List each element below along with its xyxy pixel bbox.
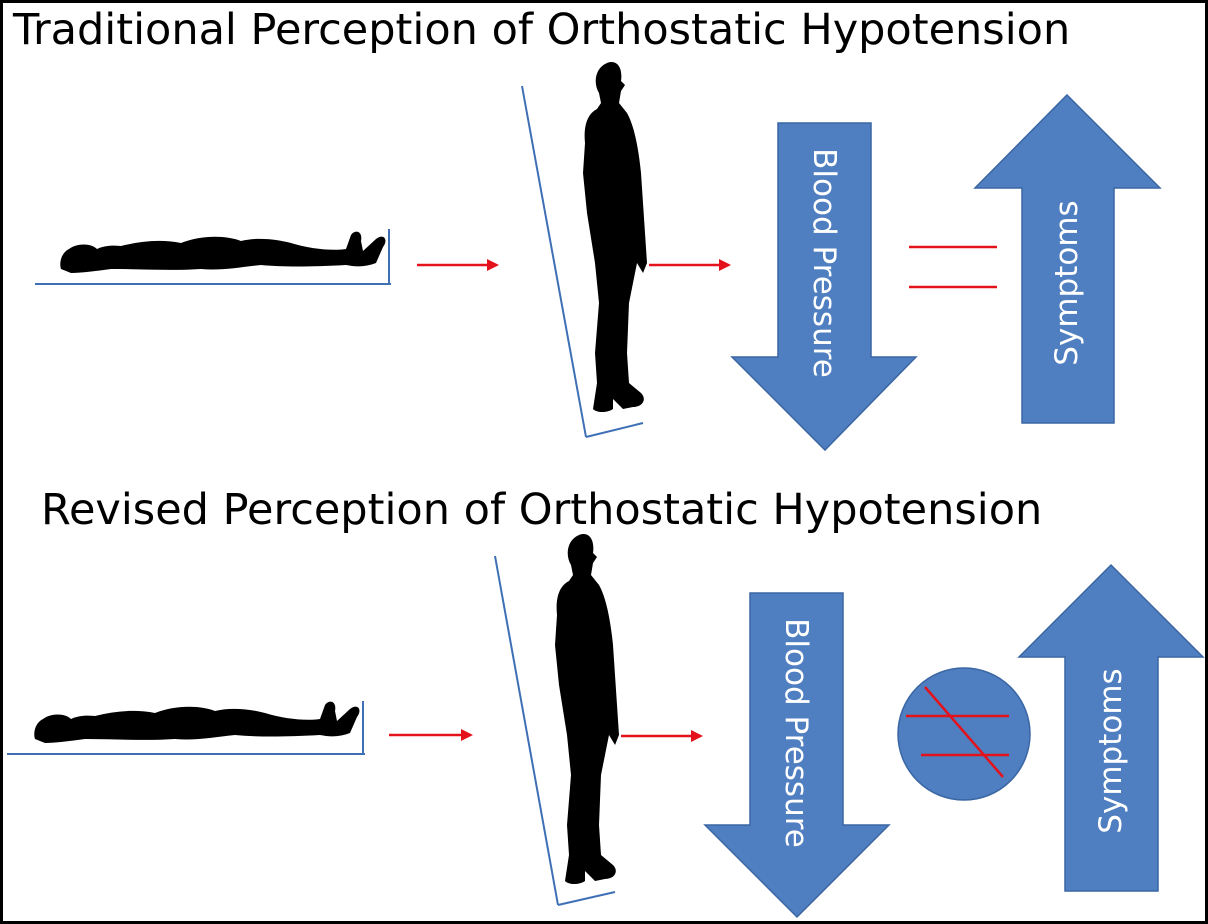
supine-figure-2 (34, 701, 360, 743)
tilt-table-line-2 (494, 555, 559, 906)
lying-person-silhouette (60, 231, 386, 273)
symptoms-label-2: Symptoms (1093, 668, 1129, 833)
not-equal-sign (897, 667, 1031, 801)
blood-pressure-label-2: Blood Pressure (778, 618, 814, 848)
diagram-svg: Blood Pressure Symptoms (7, 62, 1205, 919)
tilt-table-footplate (585, 422, 644, 438)
standing-person-silhouette-2 (555, 534, 619, 884)
transition-arrow-4 (621, 730, 703, 742)
standing-figure-2 (555, 534, 619, 884)
transition-arrow-3 (389, 729, 473, 741)
tilt-table-line (521, 85, 587, 438)
tilt-table-footplate-2 (557, 891, 616, 906)
revised-perception-title: Revised Perception of Orthostatic Hypote… (41, 485, 1043, 535)
equals-sign (909, 245, 997, 289)
revised-panel: Blood Pressure Symptoms (7, 534, 1205, 919)
traditional-panel: Blood Pressure Symptoms (35, 62, 1162, 452)
symptoms-label: Symptoms (1049, 200, 1085, 365)
symptoms-up-arrow: Symptoms (973, 93, 1162, 424)
symptoms-up-arrow-2: Symptoms (1017, 563, 1205, 892)
supine-figure (60, 231, 386, 273)
blood-pressure-down-arrow-2: Blood Pressure (703, 592, 891, 919)
traditional-perception-title: Traditional Perception of Orthostatic Hy… (13, 5, 1071, 55)
transition-arrow-2 (649, 259, 731, 271)
standing-figure (583, 62, 647, 412)
standing-person-silhouette (583, 62, 647, 412)
blood-pressure-down-arrow: Blood Pressure (730, 122, 918, 452)
blood-pressure-label: Blood Pressure (806, 148, 842, 378)
transition-arrow-1 (417, 259, 499, 271)
lying-person-silhouette-2 (34, 701, 360, 743)
